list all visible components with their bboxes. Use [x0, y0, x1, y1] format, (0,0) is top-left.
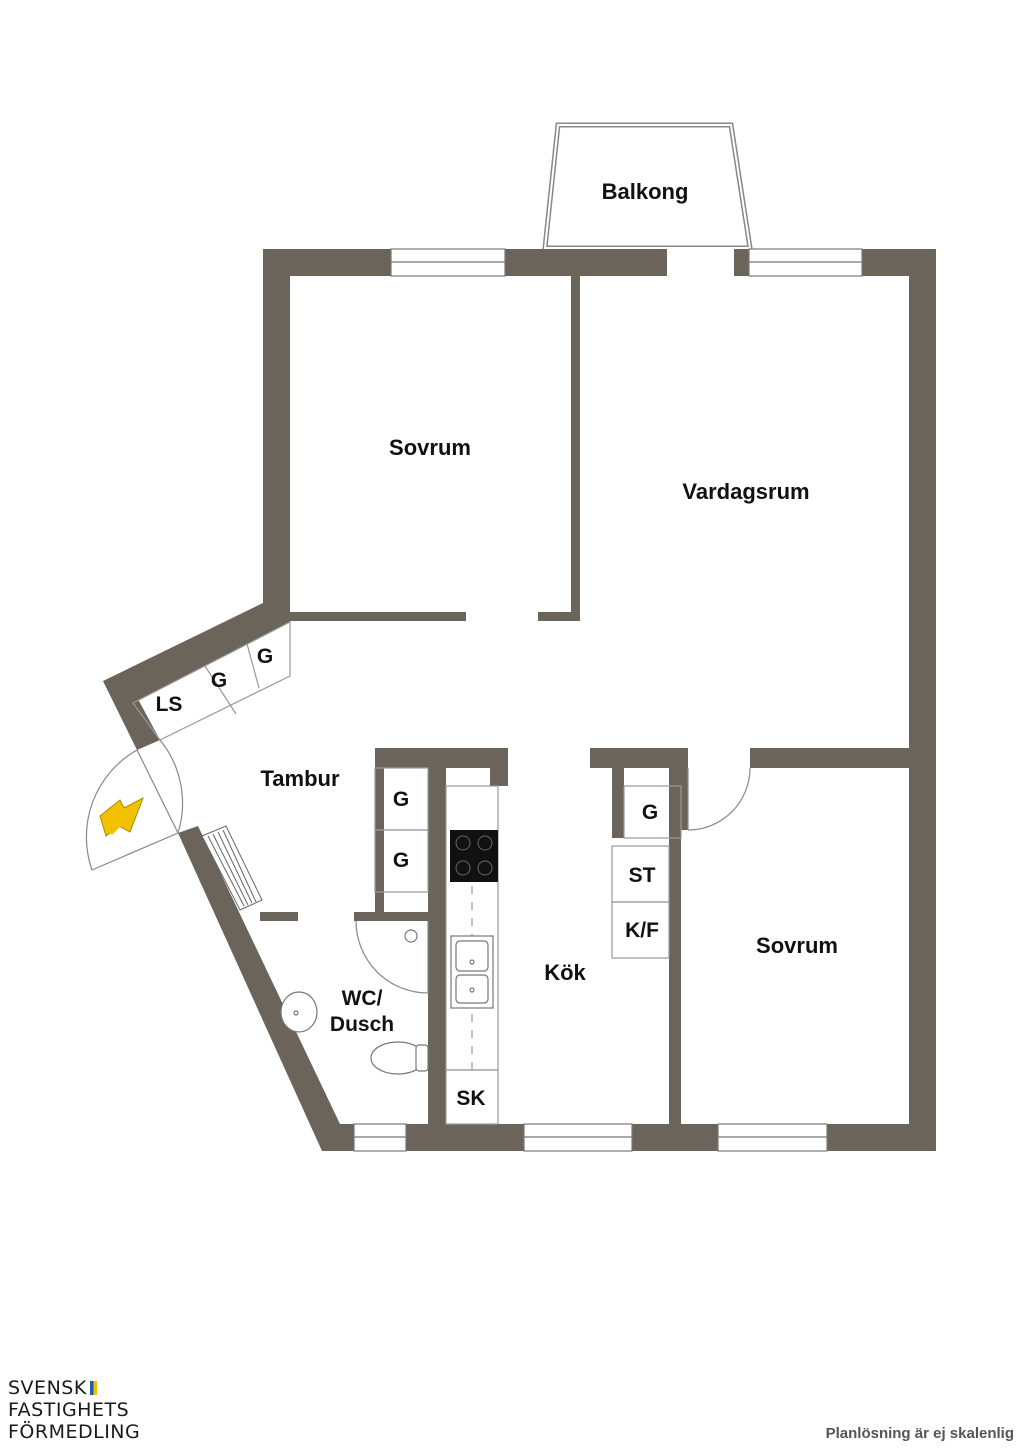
room-label-dusch: Dusch [330, 1013, 394, 1036]
doors [85, 739, 751, 994]
room-label-wc: WC/ [342, 987, 383, 1010]
room-label-sovrum-1: Sovrum [389, 435, 471, 460]
fixture-label-sk: SK [456, 1087, 485, 1110]
fixture-label-g4: G [393, 849, 409, 872]
flag-icon [89, 1381, 97, 1395]
room-label-tambur: Tambur [260, 766, 339, 791]
walls [103, 249, 936, 1151]
room-label-vardagsrum: Vardagsrum [682, 479, 809, 504]
brand-line-2: FASTIGHETS [8, 1399, 130, 1421]
fixture-label-ls: LS [156, 693, 183, 716]
wc-fixtures [280, 929, 429, 1075]
balcony [542, 122, 753, 251]
stove-icon [450, 830, 498, 882]
fixture-label-g2: G [257, 645, 273, 668]
room-label-sovrum-2: Sovrum [756, 933, 838, 958]
brand-logo: SVENSK FASTIGHETS FÖRMEDLING [8, 1377, 168, 1443]
entrance-arrow-icon [99, 796, 144, 837]
brand-line-3: FÖRMEDLING [8, 1421, 141, 1443]
room-label-kok: Kök [544, 960, 586, 985]
brand-line-1: SVENSK [8, 1377, 87, 1399]
fixture-label-kf: K/F [625, 919, 659, 942]
storage-outlines [132, 621, 682, 1125]
windows [353, 248, 863, 1152]
room-label-balkong: Balkong [602, 179, 689, 204]
radiator-icon [201, 825, 263, 911]
fixture-label-st: ST [629, 864, 656, 887]
fixture-label-g3: G [393, 788, 409, 811]
fixture-label-g1: G [211, 669, 227, 692]
fixture-label-g5: G [642, 801, 658, 824]
kitchen-sink-icon [450, 935, 494, 1009]
scale-disclaimer: Planlösning är ej skalenlig [825, 1425, 1014, 1442]
